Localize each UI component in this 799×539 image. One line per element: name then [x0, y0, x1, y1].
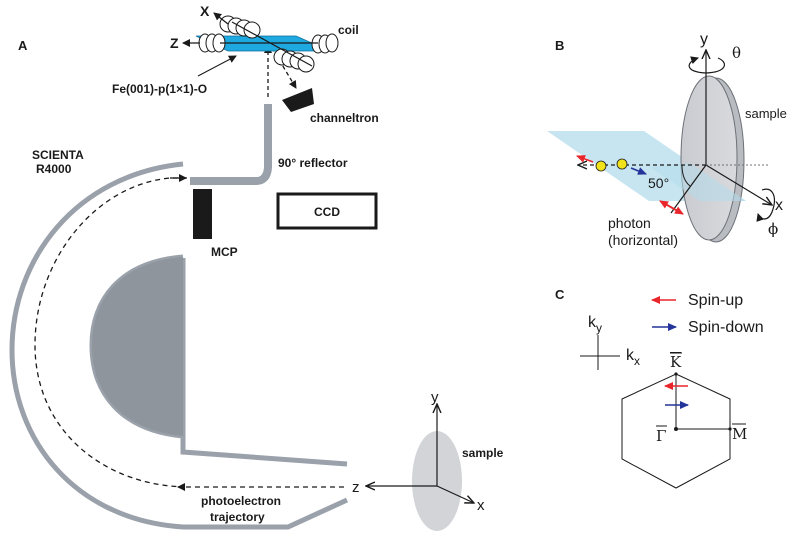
panel-a-label: A [18, 38, 28, 53]
crystal-pointer [197, 55, 237, 77]
m-point-label: M [732, 425, 747, 443]
ky-label: ky [588, 314, 602, 335]
photon-label-2: (horizontal) [608, 232, 678, 248]
incidence-plane-front [650, 163, 746, 201]
angle-label: 50° [648, 175, 669, 191]
electron-2 [616, 158, 628, 170]
panel-b-label: B [555, 38, 564, 53]
k-point-label: K [670, 353, 682, 371]
electron-1 [595, 160, 607, 172]
trajectory-label-2: trajectory [210, 510, 265, 524]
axis-x-label-top: X [200, 3, 210, 19]
coil-bottom [273, 48, 315, 73]
axis-z-label-bottom: z [352, 479, 360, 496]
kx-label: kx [626, 347, 640, 368]
gamma-point [674, 427, 678, 431]
reflector-label: 90° reflector [278, 156, 348, 170]
photon-beam [670, 164, 707, 214]
angle-arc [681, 164, 691, 187]
axis-x-b [705, 164, 772, 205]
channeltron [282, 88, 314, 112]
mcp-plate [193, 189, 212, 239]
axis-x-arrow-top [213, 12, 229, 25]
spin-up-arrow-b [576, 155, 594, 163]
crystal-label: Fe(001)-p(1×1)-O [112, 82, 207, 96]
sample-disc [680, 75, 745, 243]
ccd-label: CCD [314, 205, 340, 219]
sample-label-bottom: sample [462, 446, 504, 460]
photon-label-1: photon [608, 215, 651, 231]
channeltron-label: channeltron [310, 111, 379, 125]
phi-rotation-arrow [756, 188, 775, 222]
inner-hemisphere [92, 257, 183, 436]
coil-right [311, 33, 339, 54]
spin-down-arrow-b [630, 167, 647, 175]
legend-spin-up: Spin-up [688, 292, 743, 309]
axis-x-label-b: x [775, 197, 783, 214]
gamma-point-label: Γ [656, 427, 666, 445]
axis-x-label-bottom: x [477, 497, 485, 514]
trajectory-label-1: photoelectron [201, 494, 281, 508]
panel-c-label: C [555, 287, 565, 302]
brillouin-zone [621, 373, 731, 489]
analyzer-label-2: R4000 [36, 162, 72, 176]
m-point [728, 427, 732, 431]
sample-label-b: sample [745, 106, 787, 121]
axis-y-label-bottom: y [431, 389, 439, 406]
mcp-label: MCP [211, 245, 238, 259]
analyzer-label-1: SCIENTA [32, 148, 84, 162]
k-point [674, 372, 678, 376]
ccd-box [276, 192, 378, 230]
axis-z-label-top: Z [170, 35, 179, 51]
axis-x-bottom [436, 485, 474, 503]
legend-spin-down: Spin-down [688, 319, 764, 336]
phi-label: ϕ [768, 220, 778, 238]
lens-tube [190, 104, 272, 185]
trajectory-path [34, 177, 187, 488]
coil-label: coil [338, 23, 359, 37]
photon-polarization-2 [661, 201, 684, 215]
axis-y-label-b: y [700, 31, 708, 48]
theta-label: θ [732, 44, 741, 62]
coil-left [198, 33, 226, 53]
coil-axis-line [231, 21, 313, 67]
theta-rotation-arrow [688, 56, 725, 74]
